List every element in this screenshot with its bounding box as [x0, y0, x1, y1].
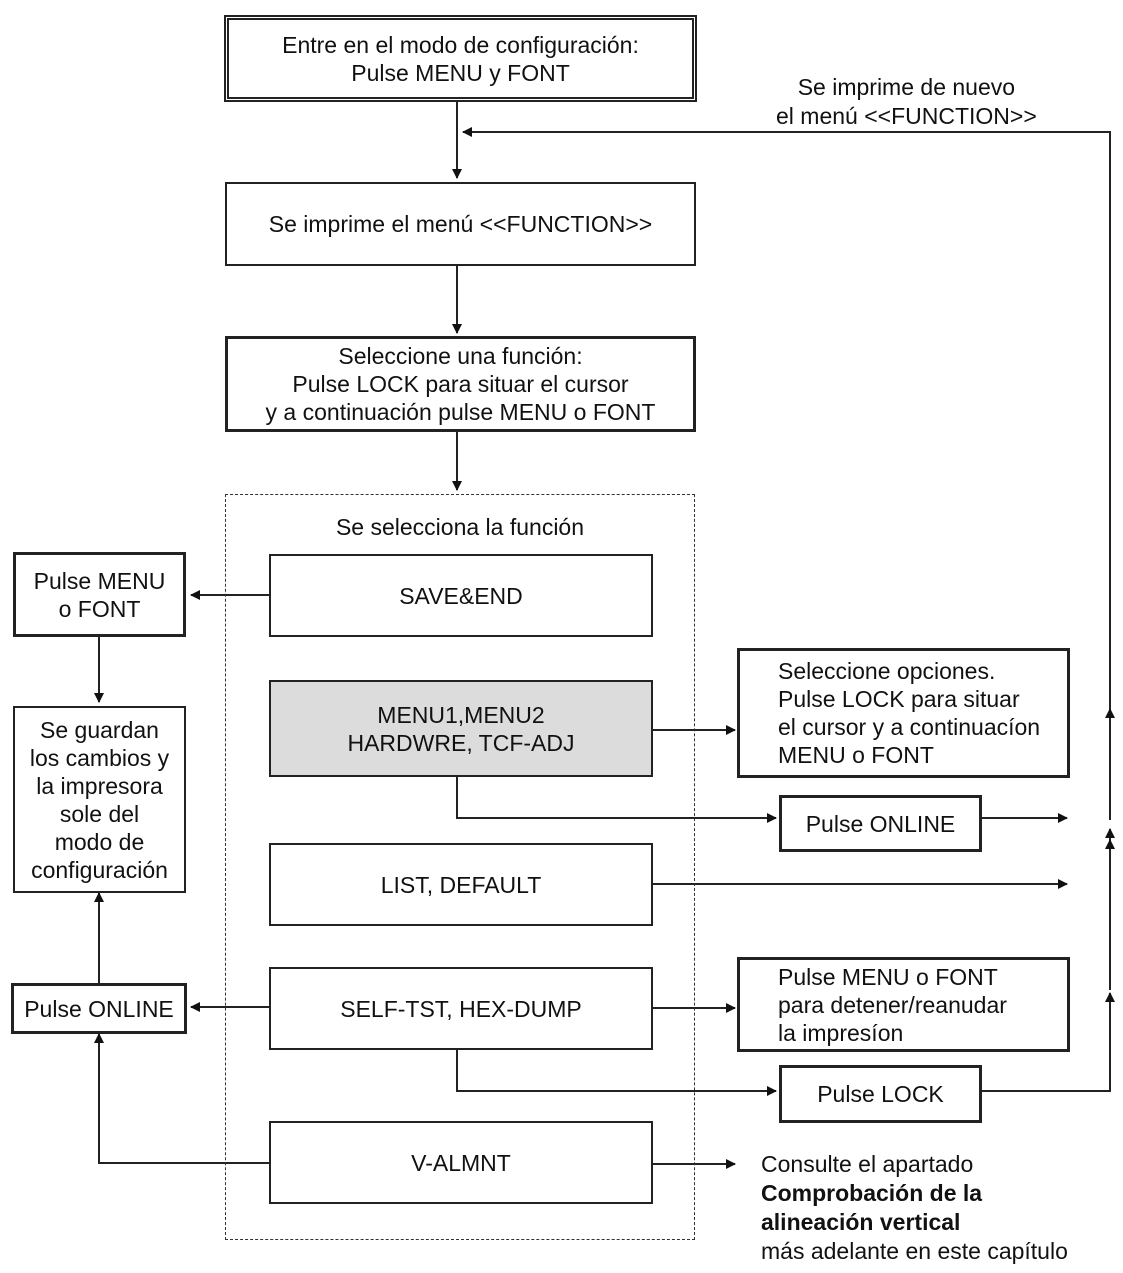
box-self-test: SELF-TST, HEX-DUMP — [269, 967, 653, 1050]
box-print-function: Se imprime el menú <<FUNCTION>> — [225, 182, 696, 266]
function-group-frame — [225, 494, 695, 1240]
arrow-menu-to-pulse-online — [456, 777, 777, 823]
box-pulse-online-right: Pulse ONLINE — [779, 795, 982, 852]
consult-note-line3: alineación vertical — [761, 1209, 961, 1235]
arrow-selftest-to-pulse-lock — [456, 1050, 777, 1096]
box-enter-config-line: Pulse MENU y FONT — [351, 59, 570, 86]
box-list-default: LIST, DEFAULT — [269, 843, 653, 926]
box-changes-saved-line: Se guardan — [40, 716, 159, 743]
box-pulse-online-left-line: Pulse ONLINE — [24, 995, 174, 1022]
box-menu-hardware-line: MENU1,MENU2 — [377, 701, 545, 728]
box-select-options-line: Seleccione opciones. — [778, 658, 996, 684]
consult-note-line4: más adelante en este capítulo — [761, 1238, 1068, 1264]
consult-note-line1: Consulte el apartado — [761, 1151, 974, 1177]
box-v-almnt-line: V-ALMNT — [411, 1149, 511, 1176]
box-pulse-online-left: Pulse ONLINE — [11, 983, 187, 1034]
box-stop-resume-line: para detener/reanudar — [778, 991, 1007, 1018]
box-changes-saved-line: configuración — [31, 856, 168, 883]
box-pulse-online-right-line: Pulse ONLINE — [805, 810, 956, 837]
box-stop-resume-line: la impresíon — [778, 1019, 904, 1046]
box-stop-resume-line: Pulse MENU o FONT — [778, 963, 998, 990]
box-select-options-line: MENU o FONT — [778, 742, 934, 768]
box-menu-hardware-line: HARDWRE, TCF-ADJ — [347, 729, 575, 756]
box-select-function-line: Seleccione una función: — [338, 343, 583, 369]
consult-note: Consulte el apartado Comprobación de la … — [761, 1150, 1068, 1266]
reprint-note: Se imprime de nuevo el menú <<FUNCTION>> — [776, 73, 1037, 131]
box-enter-config: Entre en el modo de configuración:Pulse … — [224, 15, 697, 102]
box-pulse-lock: Pulse LOCK — [779, 1065, 982, 1123]
box-pulse-menu-font-line: Pulse MENU — [33, 567, 166, 594]
box-changes-saved-line: la impresora — [36, 772, 163, 799]
box-select-options-line: el cursor y a continuacíon — [778, 714, 1041, 740]
box-changes-saved-line: modo de — [54, 828, 145, 855]
arrow-valmnt-to-pulse-online — [94, 1033, 269, 1164]
box-pulse-menu-font-line: o FONT — [58, 595, 141, 622]
reprint-loop-arrow — [462, 127, 1111, 820]
box-select-function-line: Pulse LOCK para situar el cursor — [292, 371, 629, 397]
box-print-function-line: Se imprime el menú <<FUNCTION>> — [268, 211, 653, 237]
box-changes-saved-line: los cambios y — [29, 744, 170, 771]
function-group-caption: Se selecciona la función — [335, 514, 585, 540]
box-pulse-lock-line: Pulse LOCK — [817, 1081, 944, 1107]
box-list-default-line: LIST, DEFAULT — [380, 871, 542, 898]
box-save-end-line: SAVE&END — [399, 582, 523, 609]
consult-note-line2: Comprobación de la — [761, 1180, 983, 1206]
box-v-almnt: V-ALMNT — [269, 1121, 653, 1204]
box-changes-saved-line: sole del — [59, 800, 140, 827]
box-select-function-line: y a continuación pulse MENU o FONT — [265, 399, 656, 425]
box-enter-config-line: Entre en el modo de configuración: — [282, 31, 639, 58]
box-select-function: Seleccione una función:Pulse LOCK para s… — [225, 336, 696, 432]
reprint-note-line: el menú <<FUNCTION>> — [776, 103, 1037, 129]
reprint-note-line: Se imprime de nuevo — [797, 74, 1016, 100]
box-select-options-line: Pulse LOCK para situar — [778, 686, 1020, 712]
box-self-test-line: SELF-TST, HEX-DUMP — [340, 995, 582, 1022]
arrow-up-right-3 — [982, 992, 1115, 1092]
box-save-end: SAVE&END — [269, 554, 653, 637]
box-select-options: Seleccione opciones.Pulse LOCK para situ… — [737, 648, 1070, 778]
